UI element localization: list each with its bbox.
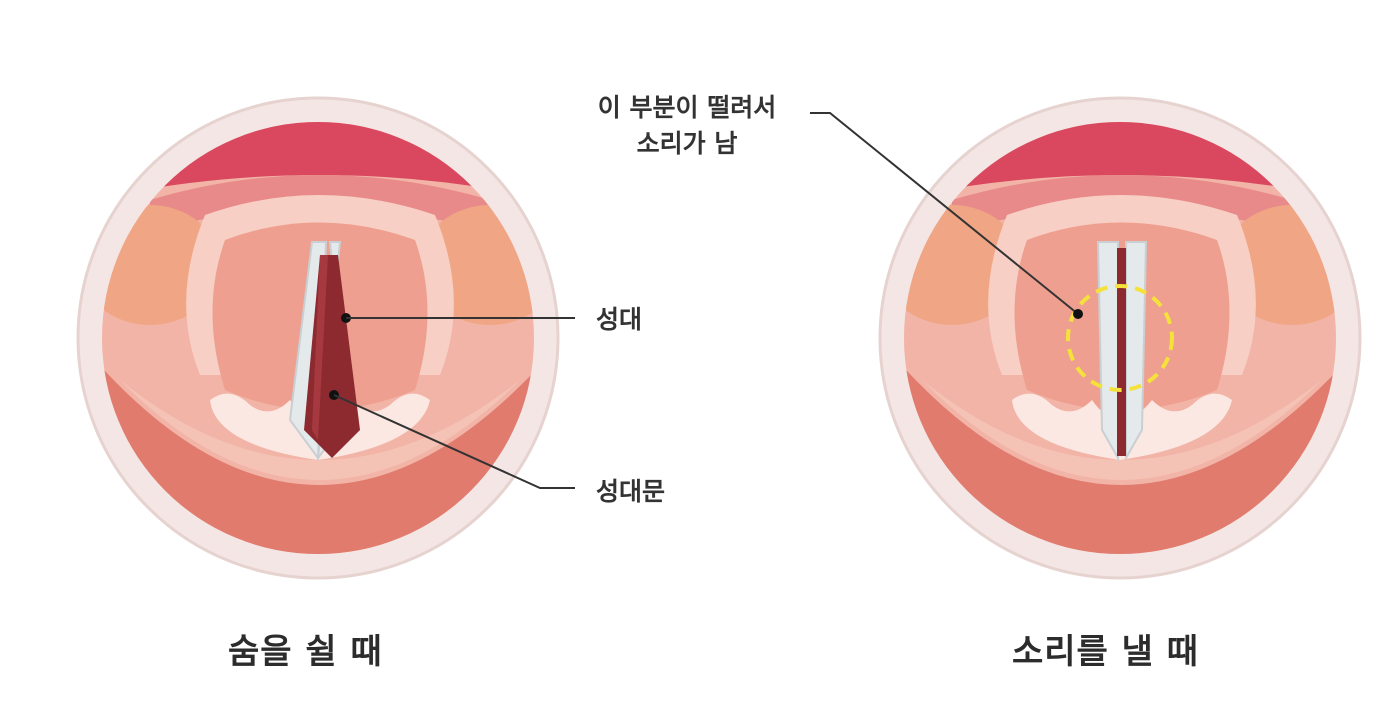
leader-lines (329, 112, 1083, 489)
vocal-folds-label: 성대 (596, 305, 643, 334)
annotation-line-1: 이 부분이 떨려서 (597, 93, 777, 122)
larynx-phonation-illustration (878, 96, 1362, 580)
annotation-line-2: 소리가 남 (636, 129, 738, 158)
vibration-highlight (1066, 284, 1174, 392)
vibration-annotation: 이 부분이 떨려서 소리가 남 (572, 90, 802, 162)
larynx-breathing-illustration (76, 96, 560, 580)
glottis-label: 성대문 (596, 477, 666, 506)
breathing-caption: 숨을 쉴 때 (228, 632, 383, 672)
speaking-caption: 소리를 낼 때 (1012, 632, 1200, 672)
